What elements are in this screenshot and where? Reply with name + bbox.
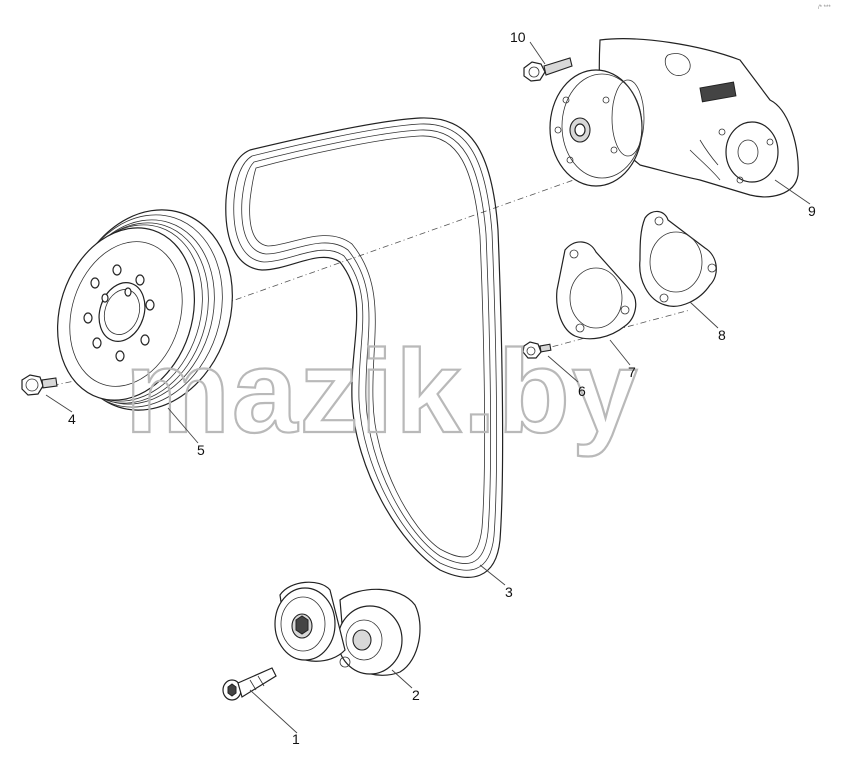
corner-stamp: /* *** xyxy=(818,5,831,11)
water-pump-housing xyxy=(549,38,799,198)
callout-1: 1 xyxy=(292,731,300,747)
callout-3: 3 xyxy=(505,584,513,600)
callout-9: 9 xyxy=(808,203,816,219)
leader-lines xyxy=(45,41,811,734)
gasket xyxy=(639,210,717,307)
belt-tensioner xyxy=(274,581,421,676)
cover-plate xyxy=(556,241,637,340)
callout-10: 10 xyxy=(510,29,526,45)
callout-5: 5 xyxy=(197,442,205,458)
watermark: mazik.by xyxy=(125,326,639,458)
callout-6: 6 xyxy=(578,383,586,399)
poly-v-belt xyxy=(225,117,504,578)
crankshaft-pulley xyxy=(56,209,233,411)
small-bolt xyxy=(522,341,552,359)
callout-8: 8 xyxy=(718,327,726,343)
housing-bolt xyxy=(523,57,573,82)
callout-labels: 1 2 3 4 5 6 7 8 9 10 xyxy=(68,29,816,747)
pulley-bolt xyxy=(21,374,58,396)
callout-7: 7 xyxy=(628,364,636,380)
callout-2: 2 xyxy=(412,687,420,703)
tensioner-bolt xyxy=(222,667,277,701)
callout-4: 4 xyxy=(68,411,76,427)
